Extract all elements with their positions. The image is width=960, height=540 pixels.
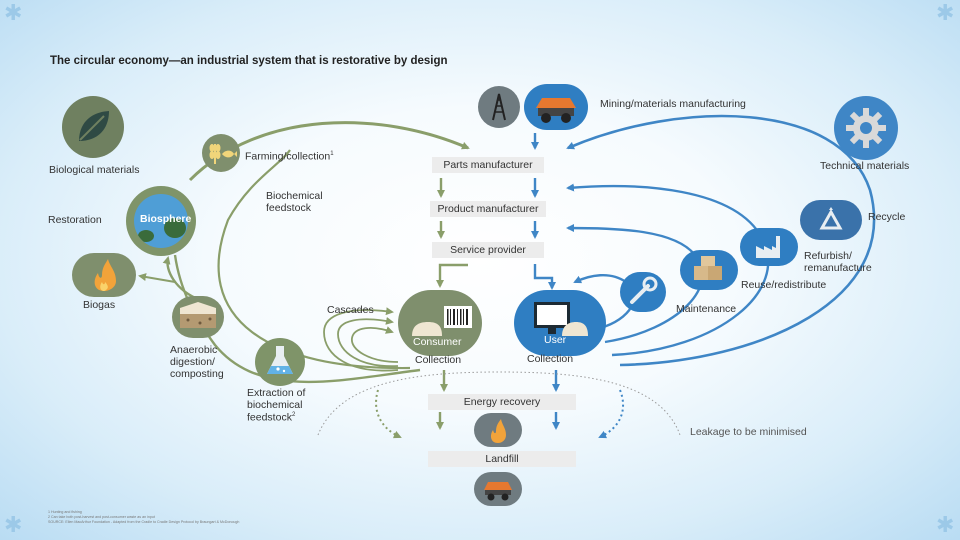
leakage-label: Leakage to be minimised	[690, 426, 807, 438]
cascade-loop-1	[351, 326, 399, 363]
energy-recovery-box: Energy recovery	[428, 394, 576, 410]
energy-recovery-circle	[474, 413, 522, 447]
farming-text: Farming/collection	[245, 150, 331, 163]
maintenance-label: Maintenance	[676, 303, 737, 315]
leaf-icon	[79, 111, 109, 141]
cascade-loop-3	[323, 307, 399, 372]
consumer-circle: Consumer	[398, 290, 482, 356]
corner-star-bottom-right: ✱	[936, 512, 955, 537]
reuse-circle	[680, 250, 738, 290]
biological-materials-circle	[62, 96, 124, 158]
mining-label: Mining/materials manufacturing	[600, 98, 746, 110]
extraction-line-3: feedstock2	[247, 411, 305, 424]
arrow-to-biogas	[138, 273, 176, 283]
footnote-2: 2 Can take both post-harvest and post-co…	[48, 515, 155, 519]
flask-icon	[267, 346, 293, 374]
arc-feedstock	[217, 149, 411, 370]
product-manufacturer-box: Product manufacturer	[430, 201, 546, 217]
recycle-label: Recycle	[868, 211, 906, 223]
wrench-icon	[630, 276, 658, 304]
feedstock-line-1: Biochemical	[266, 190, 323, 202]
consumer-collection-label: Collection	[415, 354, 462, 366]
anaerobic-line-3: composting	[170, 367, 224, 380]
landfill-circle	[474, 472, 522, 506]
recycle-icon	[819, 207, 843, 230]
landfill-box: Landfill	[428, 451, 576, 467]
anaerobic-circle	[172, 296, 224, 338]
fire-icon	[490, 419, 506, 443]
extraction-line-3-text: feedstock	[247, 411, 292, 423]
consumer-label: Consumer	[413, 336, 462, 348]
reuse-label: Reuse/redistribute	[741, 279, 827, 291]
extraction-line-2: biochemical	[247, 398, 303, 411]
corner-star-top-left: ✱	[4, 0, 23, 25]
gear-icon	[846, 108, 886, 148]
boxes-icon	[694, 256, 722, 280]
factory-icon	[756, 236, 780, 258]
biochemical-feedstock-label: Biochemical feedstock	[266, 190, 323, 215]
mining-truck-circle	[524, 84, 588, 130]
user-label: User	[544, 334, 567, 346]
refurbish-circle	[740, 228, 798, 266]
extraction-circle	[255, 338, 305, 386]
green-arrow-service-consumer	[436, 263, 468, 288]
farming-footnote-marker: 1	[330, 151, 334, 157]
truck-icon	[536, 98, 576, 123]
biosphere-circle: Biosphere	[126, 186, 196, 256]
feedstock-line-2: feedstock	[266, 201, 311, 214]
anaerobic-line-1: Anaerobic	[170, 344, 218, 356]
leakage-left-arrow	[375, 389, 402, 439]
biogas-circle	[72, 253, 136, 297]
footnote-source: SOURCE: Ellen MacArthur Foundation - Ada…	[48, 520, 240, 524]
corner-star-bottom-left: ✱	[4, 512, 23, 537]
refurbish-line-2: remanufacture	[804, 261, 872, 274]
page-title: The circular economy—an industrial syste…	[50, 55, 448, 67]
extraction-line-1: Extraction of	[247, 387, 306, 399]
restoration-label: Restoration	[48, 214, 102, 226]
biological-materials-label: Biological materials	[49, 164, 140, 176]
arc-anaerobic-to-biosphere	[162, 256, 201, 302]
monitor-icon	[534, 302, 588, 336]
technical-materials-circle	[834, 96, 898, 160]
parts-manufacturer-box: Parts manufacturer	[432, 157, 544, 173]
cascades-label: Cascades	[327, 304, 374, 316]
refurbish-line-1: Refurbish/	[804, 250, 852, 262]
wheat-fish-icon	[209, 144, 237, 164]
biosphere-label: Biosphere	[140, 213, 192, 225]
biogas-label: Biogas	[83, 299, 116, 311]
globe-icon	[134, 194, 188, 248]
blue-arrow-service-user	[533, 264, 556, 290]
arc-technical-to-parts	[566, 114, 876, 367]
user-circle: User	[514, 290, 606, 356]
refurbish-label: Refurbish/ remanufacture	[804, 250, 872, 275]
barcode-icon	[412, 306, 472, 336]
maintenance-circle	[620, 272, 666, 312]
farming-label: Farming/collection1	[245, 151, 334, 163]
mining-oil-circle	[478, 86, 520, 128]
user-collection-label: Collection	[527, 353, 574, 365]
cascade-loop-2	[337, 316, 399, 367]
leakage-outer-arc	[317, 371, 681, 436]
anaerobic-label: Anaerobic digestion/ composting	[170, 344, 224, 380]
dump-truck-icon	[484, 482, 512, 501]
oil-rig-icon	[492, 93, 506, 121]
farming-circle	[202, 134, 240, 172]
extraction-label: Extraction of biochemical feedstock2	[247, 387, 306, 424]
soil-icon	[180, 302, 216, 328]
footnote-1: 1 Hunting and fishing	[48, 510, 82, 514]
extraction-footnote-marker: 2	[291, 411, 296, 418]
technical-materials-label: Technical materials	[820, 160, 910, 172]
flame-icon	[94, 259, 116, 291]
service-provider-box: Service provider	[432, 242, 544, 258]
anaerobic-line-2: digestion/	[170, 355, 215, 368]
leakage-right-arrow	[598, 389, 625, 439]
corner-star-top-right: ✱	[936, 0, 955, 25]
recycle-circle	[800, 200, 862, 240]
